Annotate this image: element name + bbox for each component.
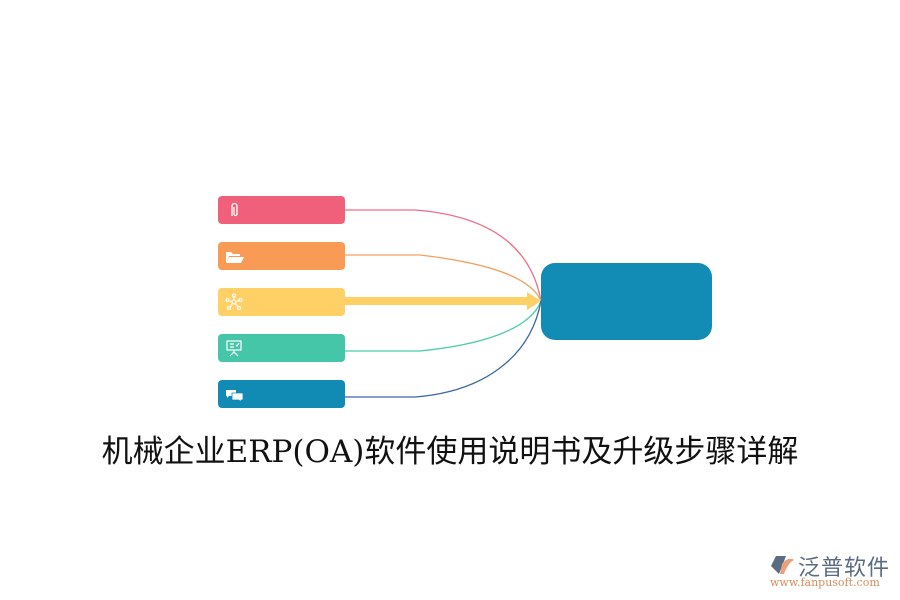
paperclip-icon [225,201,243,219]
fanpu-logo-icon [770,554,796,580]
connector-line-5 [345,300,542,398]
watermark-logo: 泛普软件 www.fanpusoft.com [768,552,893,592]
watermark-url: www.fanpusoft.com [770,576,880,589]
node-1[interactable] [218,196,345,224]
center-node[interactable] [541,263,712,340]
connector-line-2 [345,254,542,302]
presentation-board-icon [225,339,243,357]
node-3[interactable] [218,288,345,316]
folder-open-icon [225,247,244,265]
chat-bubbles-icon [225,385,244,403]
connector-line-1 [345,209,542,302]
network-icon [225,293,243,311]
connector-line-4 [345,300,542,352]
connector-line-3-arrow [345,292,541,310]
watermark-brand: 泛普软件 [798,556,891,581]
node-4[interactable] [218,334,345,362]
node-5[interactable] [218,380,345,408]
node-2[interactable] [218,242,345,270]
diagram-title: 机械企业ERP(OA)软件使用说明书及升级步骤详解 [101,434,799,470]
